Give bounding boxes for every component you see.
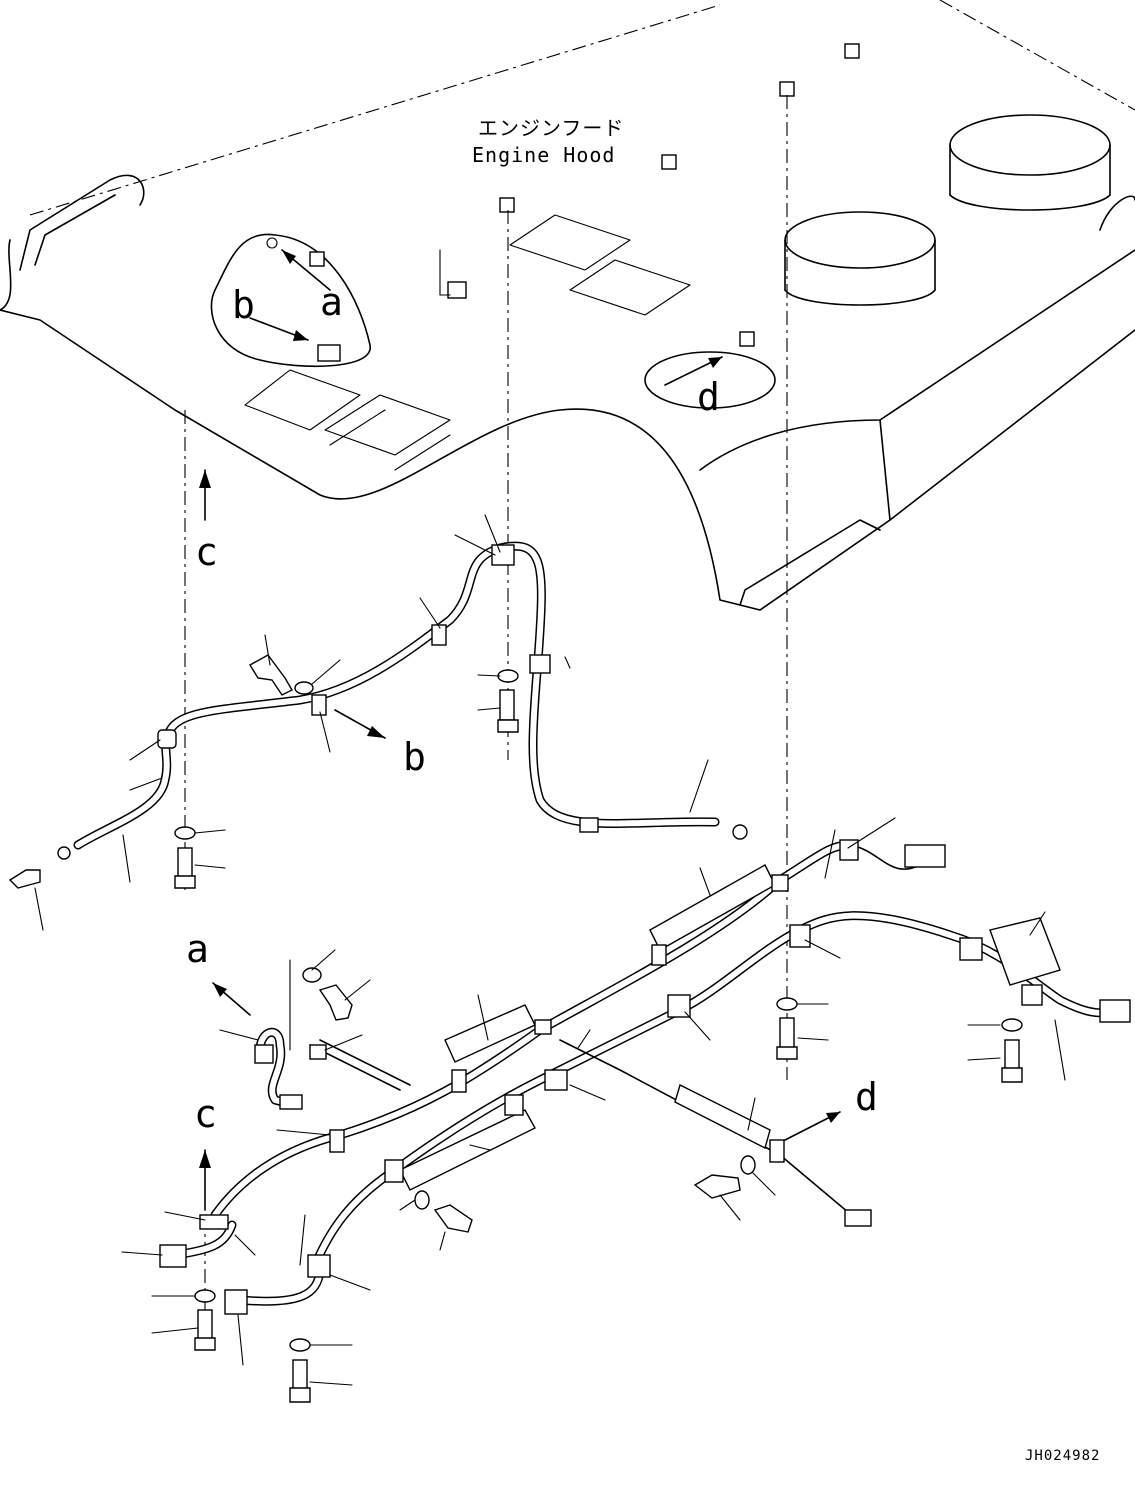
ref-letter-d-bottom: d bbox=[855, 1075, 878, 1119]
upper-wire-harness bbox=[57, 541, 748, 860]
leader-lines-upper bbox=[34, 514, 709, 931]
reference-arrows bbox=[199, 249, 841, 1211]
lower-wire-harness bbox=[159, 839, 1131, 1315]
fasteners-upper bbox=[8, 654, 519, 889]
engine-hood bbox=[0, 0, 1135, 611]
ref-letter-d-top: d bbox=[697, 375, 720, 419]
ref-letter-c-top: c bbox=[195, 530, 218, 574]
ref-letter-b-mid: b bbox=[403, 735, 426, 779]
ref-letter-a-top: a bbox=[320, 280, 343, 324]
engine-hood-label-en: Engine Hood bbox=[472, 143, 615, 167]
engine-hood-label-jp: エンジンフード bbox=[478, 116, 624, 140]
drawing-code: JH024982 bbox=[1025, 1448, 1100, 1464]
ref-letter-a-bottom: a bbox=[186, 927, 209, 971]
fasteners-lower bbox=[194, 967, 1023, 1403]
ref-letter-c-bottom: c bbox=[194, 1092, 217, 1136]
leader-lines-lower bbox=[121, 817, 1066, 1386]
ref-letter-b-top: b bbox=[232, 283, 255, 327]
